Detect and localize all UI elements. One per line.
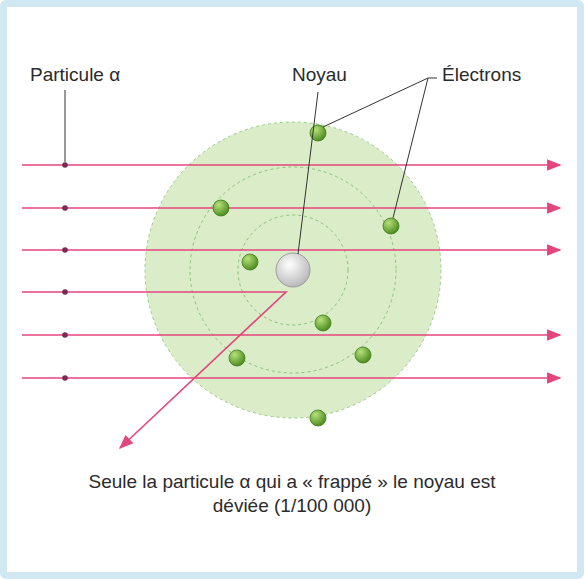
- part-label: Noyau: [292, 63, 347, 87]
- caption: Seule la particule α qui a « frappé » le…: [82, 470, 502, 518]
- part-label: Particule α: [30, 63, 120, 87]
- part-label: Électrons: [442, 63, 521, 87]
